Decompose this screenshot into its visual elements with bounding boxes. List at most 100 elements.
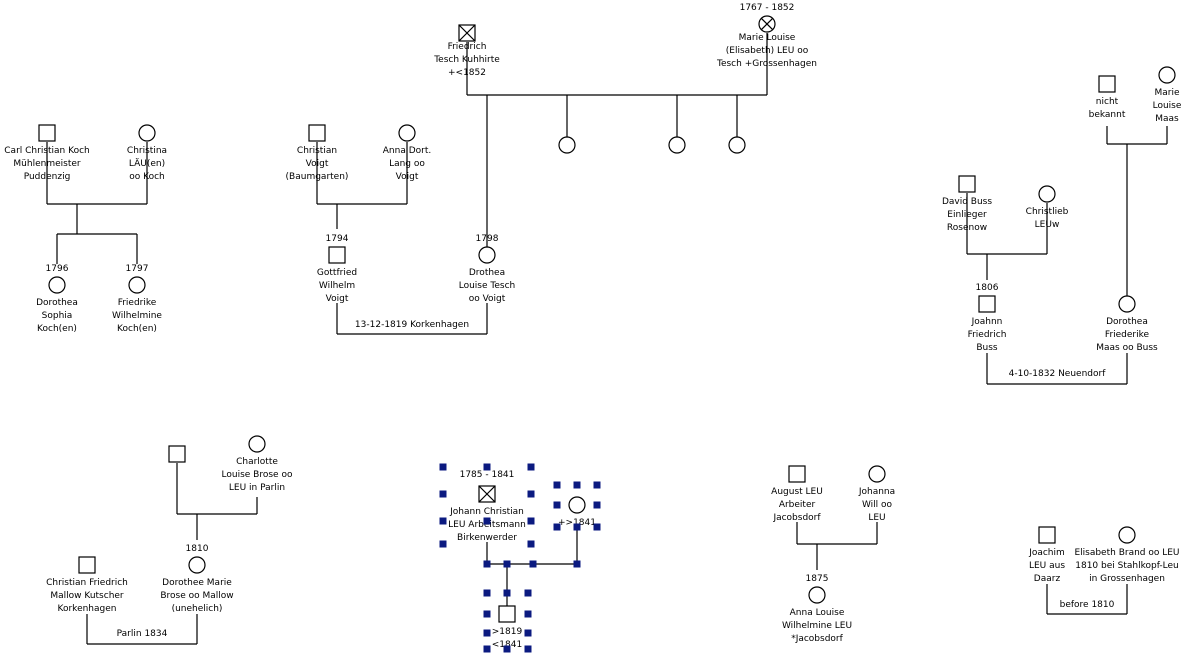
person-anna-dort-lang[interactable] [398, 124, 416, 142]
person-date: 1794 [326, 234, 349, 244]
person-nicht-bekannt[interactable] [1098, 75, 1116, 93]
person-august-leu[interactable] [788, 465, 806, 483]
selection-handle[interactable] [503, 560, 511, 568]
person-christian-voigt[interactable] [308, 124, 326, 142]
person-christlieb-leu[interactable] [1038, 185, 1056, 203]
selection-handle[interactable] [573, 523, 581, 531]
person-name-line: LEUw [1035, 220, 1060, 230]
person-joachim-leu[interactable] [1038, 526, 1056, 544]
person-name-line: David Buss [942, 197, 992, 207]
selection-handle[interactable] [439, 463, 447, 471]
person-johann-christian-leu[interactable] [478, 485, 496, 503]
person-tesch-child-1[interactable] [558, 136, 576, 154]
person-dorothea-friederike-maas[interactable] [1118, 295, 1136, 313]
selection-handle[interactable] [553, 523, 561, 531]
person-name-line: Tesch +Grossenhagen [716, 59, 817, 69]
person-friedrich-tesch[interactable] [458, 24, 476, 42]
selection-handle[interactable] [483, 629, 491, 637]
person-christian-friedrich-mallow[interactable] [78, 556, 96, 574]
person-elisabeth-brand[interactable] [1118, 526, 1136, 544]
person-marie-louise-leu[interactable] [758, 15, 776, 33]
person-name-line: Christlieb [1026, 207, 1069, 217]
selection-handle[interactable] [593, 523, 601, 531]
female-circle-icon [188, 556, 206, 574]
person-friedrike-wilhelmine-koch[interactable] [128, 276, 146, 294]
selection-handle[interactable] [439, 540, 447, 548]
selection-handle[interactable] [503, 645, 511, 653]
person-name-line: Koch(en) [37, 324, 77, 334]
person-marie-louise-maas[interactable] [1158, 66, 1176, 84]
person-name-line: Friedrich [448, 42, 487, 52]
selection-handle[interactable] [527, 463, 535, 471]
person-dorothee-marie-brose[interactable] [188, 556, 206, 574]
selection-handle[interactable] [439, 490, 447, 498]
person-tesch-child-3[interactable] [728, 136, 746, 154]
person-name-line: Wilhelm [319, 281, 355, 291]
person-name-line: Marie Louise [739, 33, 796, 43]
selection-handle[interactable] [593, 481, 601, 489]
selection-handle[interactable] [527, 517, 535, 525]
selection-handle[interactable] [483, 560, 491, 568]
selection-handle[interactable] [527, 490, 535, 498]
person-name-line: Joachim [1028, 548, 1065, 558]
selection-handle[interactable] [524, 645, 532, 653]
person-name-line: Koch(en) [117, 324, 157, 334]
male-square-icon [1038, 526, 1056, 544]
person-anna-louise-wilhelmine-leu[interactable] [808, 586, 826, 604]
selection-handle[interactable] [439, 517, 447, 525]
person-name-line: LEU in Parlin [229, 483, 285, 493]
selection-handle[interactable] [524, 589, 532, 597]
person-name-line: oo Voigt [469, 294, 506, 304]
selection-handle[interactable] [529, 560, 537, 568]
male-square-icon [308, 124, 326, 142]
male-square-icon [38, 124, 56, 142]
person-dorothea-sophia-koch[interactable] [48, 276, 66, 294]
person-name-line: Dorothee Marie [162, 578, 232, 588]
person-date: 1796 [46, 264, 69, 274]
person-unknown-father-brose[interactable] [168, 445, 186, 463]
selection-handle[interactable] [483, 645, 491, 653]
person-name-line: Christina [127, 146, 167, 156]
selection-handle[interactable] [524, 629, 532, 637]
selection-handle[interactable] [553, 501, 561, 509]
person-gottfried-wilhelm-voigt[interactable] [328, 246, 346, 264]
selection-handle[interactable] [593, 501, 601, 509]
selection-handle[interactable] [503, 589, 511, 597]
person-son-johann-christian[interactable] [498, 605, 516, 623]
selection-handle[interactable] [483, 610, 491, 618]
person-name-line: +>1841 [558, 518, 596, 528]
person-drothea-louise-tesch[interactable] [478, 246, 496, 264]
selection-handle[interactable] [483, 589, 491, 597]
person-name-line: Einlieger [947, 210, 987, 220]
person-name-line: Arbeiter [779, 500, 816, 510]
person-name-line: Birkenwerder [457, 533, 517, 543]
person-name-line: Jacobsdorf [772, 513, 821, 523]
selection-handle[interactable] [524, 610, 532, 618]
selection-handle[interactable] [573, 560, 581, 568]
person-christina-lau[interactable] [138, 124, 156, 142]
selection-handle[interactable] [573, 481, 581, 489]
person-name-line: <1841 [492, 640, 522, 650]
person-date: 1810 [186, 544, 209, 554]
male-square-icon [168, 445, 186, 463]
person-wife-johann-christian[interactable] [568, 496, 586, 514]
selection-handle[interactable] [527, 540, 535, 548]
person-david-buss[interactable] [958, 175, 976, 193]
person-name-line: Carl Christian Koch [4, 146, 89, 156]
person-carl-christian-koch[interactable] [38, 124, 56, 142]
person-name-line: Mallow Kutscher [50, 591, 124, 601]
person-johanna-will[interactable] [868, 465, 886, 483]
person-charlotte-louise-brose[interactable] [248, 435, 266, 453]
person-name-line: (unehelich) [172, 604, 223, 614]
person-tesch-child-2[interactable] [668, 136, 686, 154]
person-name-line: Buss [976, 343, 998, 353]
selection-handle[interactable] [553, 481, 561, 489]
person-name-line: Wilhelmine LEU [782, 621, 852, 631]
person-name-line: Voigt [306, 159, 329, 169]
person-name-line: Dorothea [1106, 317, 1148, 327]
person-joahnn-friedrich-buss[interactable] [978, 295, 996, 313]
selection-handle[interactable] [483, 463, 491, 471]
female-circle-icon [138, 124, 156, 142]
person-name-line: Friederike [1105, 330, 1150, 340]
selection-handle[interactable] [483, 517, 491, 525]
